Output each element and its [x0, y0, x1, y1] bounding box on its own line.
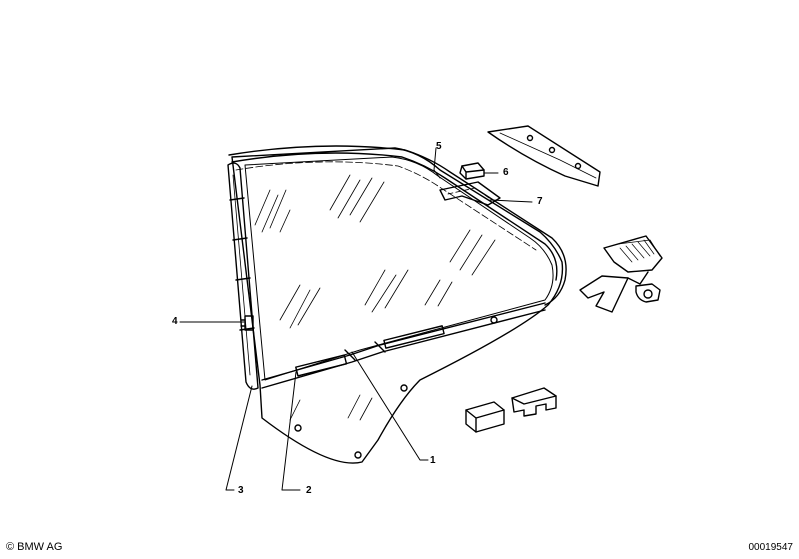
quarter-window-glass	[231, 147, 564, 464]
lower-window-seal	[261, 302, 546, 389]
vertical-window-seal	[227, 162, 259, 390]
rubber-block-left	[465, 401, 505, 433]
roof-trim-strip	[487, 125, 601, 187]
copyright-label: © BMW AG	[6, 541, 63, 553]
clip-part-4	[240, 315, 254, 331]
diagram-id: 00019547	[748, 542, 794, 553]
callout-2: 2	[306, 485, 312, 496]
upper-window-seal	[228, 145, 567, 306]
rubber-block-right	[511, 387, 557, 417]
clip-part-6	[459, 162, 485, 180]
callout-5: 5	[436, 141, 442, 152]
seal-piece-part-7	[439, 181, 501, 206]
callout-6: 6	[503, 167, 509, 178]
callout-1: 1	[430, 455, 436, 466]
seal-profile-section	[579, 235, 663, 313]
leader-lines	[179, 147, 533, 491]
callout-3: 3	[238, 485, 244, 496]
callout-7: 7	[537, 196, 543, 207]
callout-4: 4	[172, 316, 178, 327]
